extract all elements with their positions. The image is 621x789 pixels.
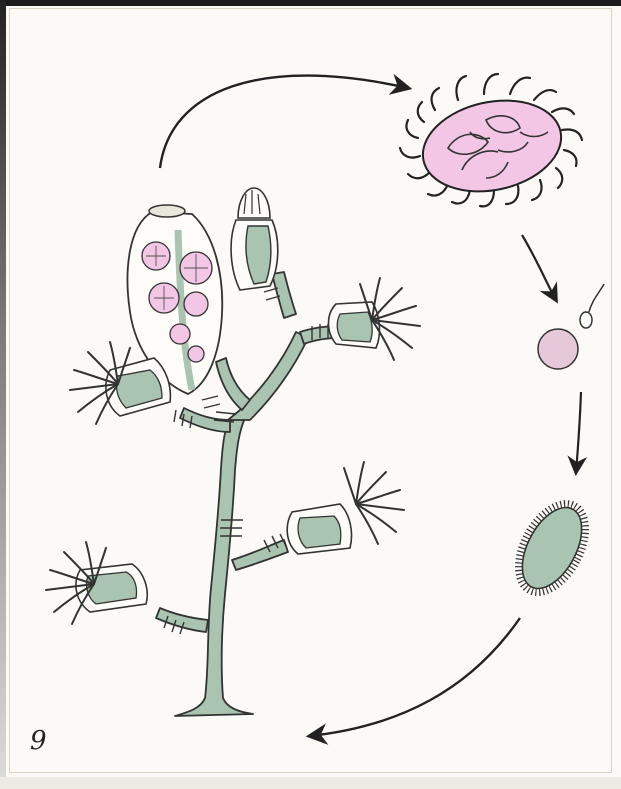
medusa-icon — [400, 74, 582, 206]
sperm-icon — [580, 284, 604, 328]
arrow-medusa-to-gametes — [522, 235, 556, 300]
figure-number: 9 — [30, 728, 47, 754]
planula-icon — [505, 492, 600, 603]
arrow-planula-to-colony — [310, 618, 520, 736]
feeding-polyp-left-lower — [46, 542, 147, 624]
arrow-colony-to-medusa — [160, 76, 408, 168]
egg-icon — [538, 329, 578, 369]
closed-polyp-icon — [231, 188, 278, 290]
hydroid-colony — [46, 188, 420, 716]
feeding-polyp-right-lower — [287, 462, 404, 554]
arrow-gametes-to-planula — [576, 392, 581, 472]
feeding-polyp-right-upper — [329, 278, 421, 360]
